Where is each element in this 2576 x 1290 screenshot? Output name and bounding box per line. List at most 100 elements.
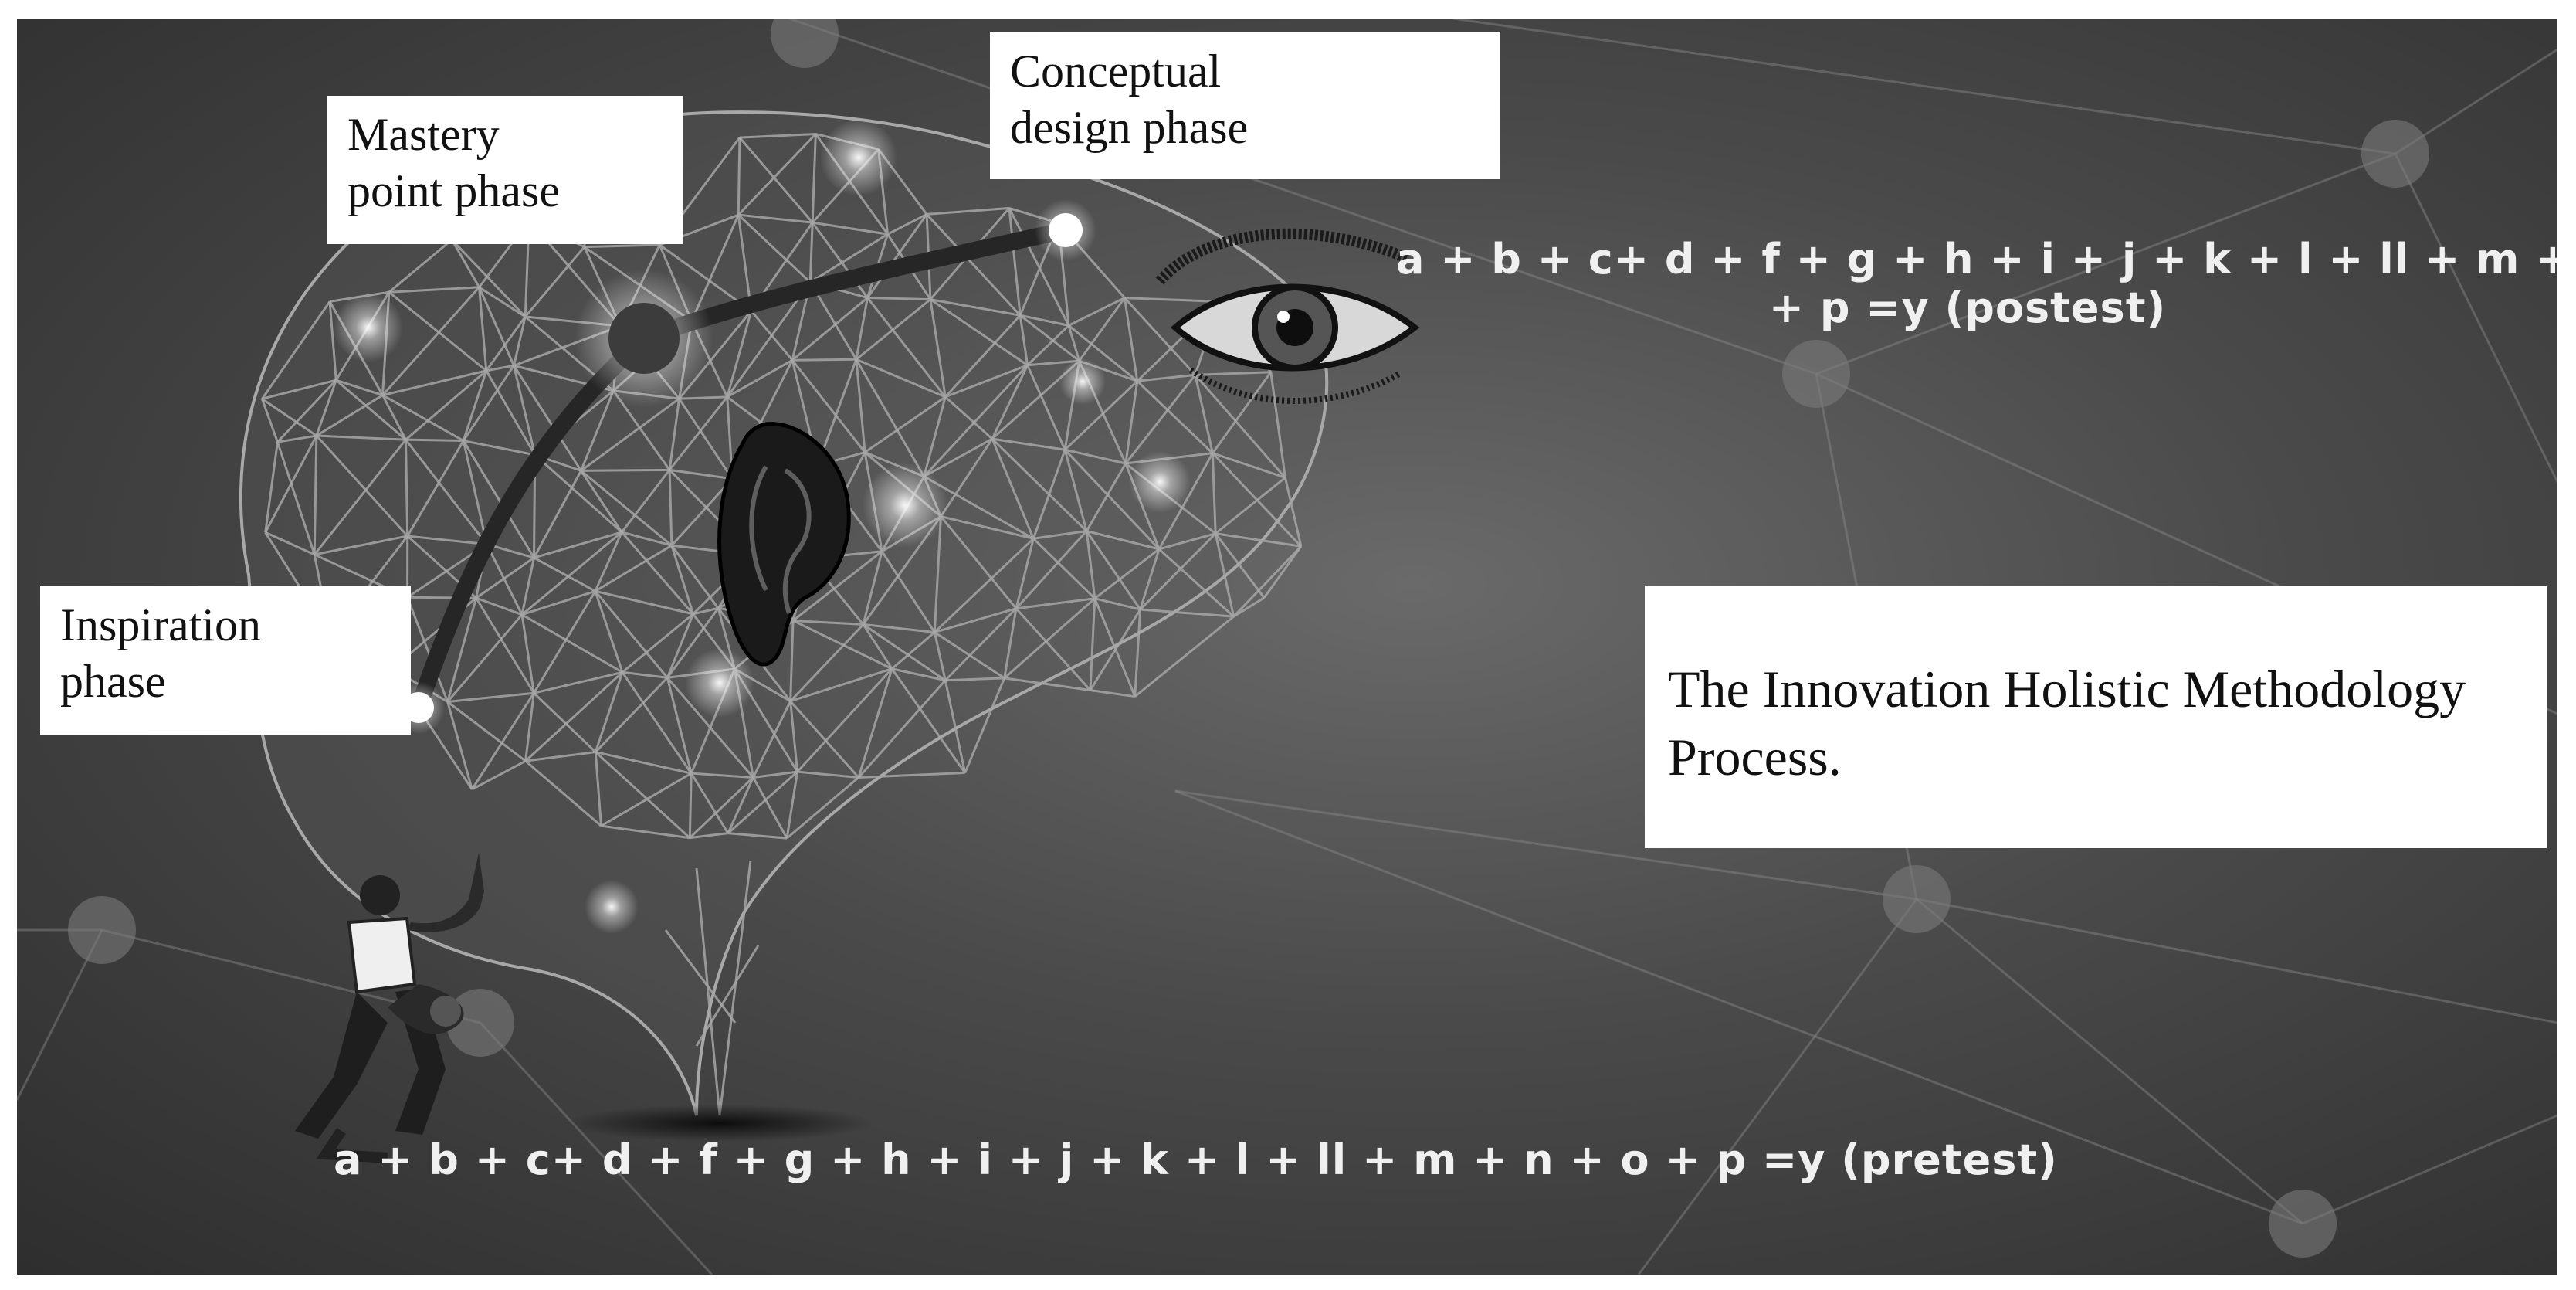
mesh-edge [1019,315,1029,365]
mesh-edge [1124,297,1196,376]
mesh-edge [520,614,535,694]
mesh-edge [406,440,465,537]
mesh-edge [929,299,947,398]
mesh-edge [666,607,720,679]
mesh-edge [863,623,935,633]
mesh-edge [964,677,1006,774]
mesh-edge [940,438,994,518]
mesh-edge [664,929,737,1024]
mesh-edge [1124,297,1220,303]
mesh-edge [1093,548,1160,599]
mesh-edge [446,701,473,790]
mesh-edge [1194,374,1286,479]
postest-formula-line-1: a + b + c+ d + f + g + h + i + j + k + l… [1396,235,2557,283]
mesh-edge [1003,608,1018,679]
mesh-edge [277,434,317,443]
mesh-edge [1085,530,1141,610]
mesh-edge [690,832,729,840]
mesh-edge [940,515,1018,609]
mesh-edge [812,221,888,236]
mesh-edge [738,213,813,224]
mesh-edge [524,693,535,762]
mesh-edge [1232,545,1303,618]
mesh-edge [316,394,384,437]
mesh-edge [864,395,947,453]
glow-points [334,119,1191,934]
mesh-edge [534,670,623,694]
mesh-edge [1019,314,1080,362]
mesh-edge [521,613,623,674]
conceptual-phase-label: Conceptual design phase [990,32,1500,179]
mesh-edge [388,291,487,372]
mesh-edge [315,435,408,537]
mesh-edge [666,677,693,774]
mesh-edge [621,531,673,547]
mesh-edge [926,213,1022,317]
mesh-edge [622,613,694,674]
mesh-edge [471,759,527,791]
mesh-edge [790,667,893,703]
mesh-edge [753,770,798,779]
mesh-edge [264,441,279,533]
mesh-edge [1008,207,1070,327]
mesh-edge [462,370,488,442]
mesh-edge [1067,324,1081,362]
mesh-edge [382,369,487,397]
mesh-edge [691,772,754,779]
mesh-edge [1015,538,1035,609]
mesh-edge [1093,598,1137,698]
glow-point [863,463,947,548]
mesh-edge [1139,548,1161,610]
mesh-edge [886,213,927,236]
mesh-edge [1124,381,1139,464]
mesh-edge [1134,609,1142,697]
mesh-edge [727,358,793,399]
mesh-edge [463,440,535,457]
mesh-edge [944,395,993,440]
mesh-edge [1263,545,1303,599]
mesh-edge [513,365,582,472]
mesh-edge [752,701,791,779]
mesh-edge [276,441,316,555]
mesh-edge [407,535,487,546]
mesh-edge [1033,529,1087,540]
mesh-edge [485,316,527,372]
mesh-edge [679,395,727,400]
mesh-edge [595,751,691,839]
mesh-edge [811,134,817,223]
mesh-edge [314,535,408,556]
mesh-edge [1136,380,1214,454]
pretest-formula: a + b + c+ d + f + g + h + i + j + k + l… [334,1136,2058,1184]
mesh-edge [792,358,856,362]
mesh-edge [524,671,624,762]
mesh-edge [737,133,817,216]
mesh-edge [524,246,585,317]
mesh-edge [808,222,814,283]
mesh-edge [944,314,1022,398]
mesh-edge [923,437,993,478]
mesh-edge [406,596,449,703]
mesh-edge [1015,607,1092,691]
mastery-node [608,303,680,374]
inspiration-node [403,692,434,723]
glow-point [585,880,639,934]
mesh-edge [1078,297,1126,362]
mesh-edge [1032,538,1096,599]
mesh-edge [276,379,337,443]
mesh-edge [737,214,753,311]
mesh-edge [891,631,936,670]
mesh-edge [1158,532,1216,551]
mesh-edge [1064,380,1138,451]
mesh-edge [690,772,730,834]
process-title: The Innovation Holistic Methodology Proc… [1645,586,2547,848]
mesh-edge [513,316,527,366]
mesh-edge [335,379,383,397]
mesh-edge [1063,449,1088,531]
mesh-edge [600,772,692,827]
mesh-edge [521,589,596,616]
mesh-edge [659,243,752,312]
mesh-edge [264,435,318,533]
mesh-edge [792,550,883,622]
mesh-edge [261,300,331,400]
mesh-edge [1215,477,1286,535]
